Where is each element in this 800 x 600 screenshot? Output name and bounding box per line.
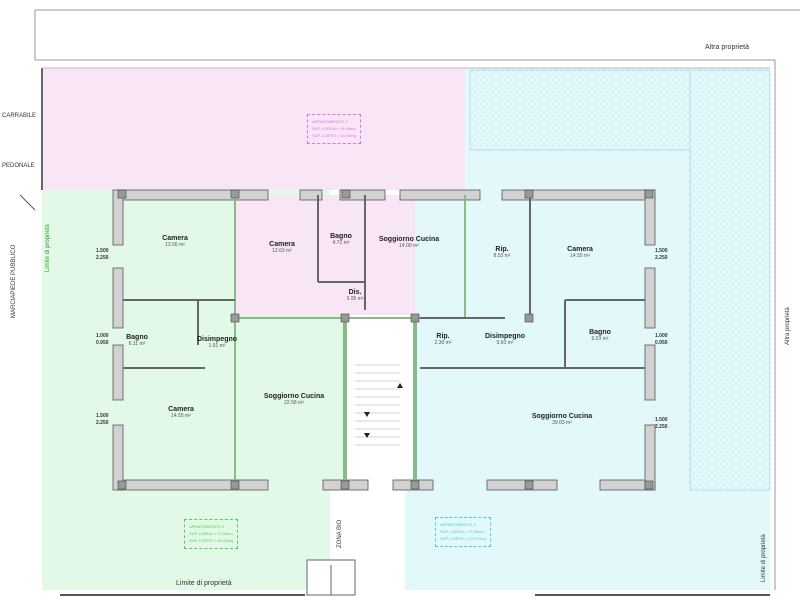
window-height: 0.950	[655, 339, 668, 346]
room-name: Camera	[269, 241, 295, 248]
marciapiede-label: MARCIAPIEDE PUBBLICO	[11, 244, 17, 318]
carrabile-label: CARRABILE	[2, 113, 37, 119]
room-rip: Rip.8.53 m²	[494, 246, 511, 260]
room-area: 8.53 m²	[493, 253, 511, 260]
room-area: 6.03 m²	[591, 336, 609, 343]
apartment-gross-area: SUP. LORDA = 74.50mq	[312, 126, 356, 132]
room-name: Bagno	[126, 334, 148, 341]
window-width: 1.500	[96, 248, 109, 254]
room-name: Camera	[162, 235, 188, 242]
room-area: 12.63 m²	[272, 248, 292, 255]
room-area: 3.95 m²	[346, 296, 364, 303]
room-area: 14.55 m²	[570, 253, 590, 260]
window-height: 2.250	[655, 254, 668, 261]
room-name: Soggiorno Cucina	[531, 413, 593, 420]
window-width: 1.500	[655, 248, 668, 254]
room-area: 39.03 m²	[552, 420, 572, 427]
zona-bio-label: ZONA BIO	[337, 519, 343, 548]
altra-proprieta-right-label: Altra proprietà	[785, 307, 791, 345]
room-area: 13.56 m²	[165, 242, 185, 249]
apartment-1-tag: APPARTAMENTO 1 SUP. LORDA = 72.00mq SUP.…	[184, 519, 238, 549]
room-area: 14.55 m²	[171, 413, 191, 420]
apartment-court-area: SUP. CORTE = 127.00mq	[440, 536, 487, 542]
stair-up-arrow	[397, 383, 403, 388]
window-width: 1.500	[655, 417, 668, 423]
room-name: Soggiorno Cucina	[263, 393, 325, 400]
room-name: Camera	[168, 406, 194, 413]
stairs	[355, 364, 400, 446]
room-name: Bagno	[330, 233, 352, 240]
apartment-3-tag: APPARTAMENTO 3 SUP. LORDA = 72.50mq SUP.…	[435, 517, 492, 547]
window-height: 2.250	[655, 423, 668, 430]
room-name: Soggiorno Cucina	[378, 236, 440, 243]
limite-bottom-label: Limite di proprietà	[176, 580, 232, 587]
room-name: Dis.	[348, 289, 362, 296]
stair-down-arrow	[364, 412, 370, 417]
room-name: Camera	[567, 246, 593, 253]
interior-walls	[123, 195, 645, 480]
window-width: 1.500	[96, 413, 109, 419]
room-name: Disimpegno	[484, 333, 526, 340]
room-area: 4.72 m²	[332, 240, 350, 247]
window-width: 1.000	[655, 333, 668, 339]
apartment-title: APPARTAMENTO 3	[440, 522, 476, 527]
limite-left-label: Limite di proprietà	[45, 224, 51, 272]
room-dis: Dis.3.95 m²	[347, 289, 364, 303]
room-rip: Rip.2.30 m²	[435, 333, 452, 347]
pillars	[117, 189, 654, 490]
room-area: 1.91 m²	[208, 343, 226, 350]
garden-area	[469, 69, 691, 151]
apartment-2-tag: APPARTAMENTO 2 SUP. LORDA = 74.50mq SUP.…	[307, 114, 361, 144]
pedonale-label: PEDONALE	[2, 163, 35, 169]
window-height: 2.250	[96, 419, 109, 426]
room-name: Rip.	[495, 246, 509, 253]
room-name: Rip.	[436, 333, 450, 340]
room-area: 22.58 m²	[284, 400, 304, 407]
apartment-court-area: SUP. CORTE = 10.00mq	[312, 133, 356, 139]
window-width: 1.000	[96, 333, 109, 339]
apartment-gross-area: SUP. LORDA = 72.50mq	[440, 529, 484, 535]
apt2-courtyard	[42, 68, 465, 190]
room-area: 2.30 m²	[434, 340, 452, 347]
altra-proprieta-top-label: Altra proprietà	[705, 44, 749, 51]
limite-right-label: Limite di proprietà	[761, 534, 767, 582]
window-height: 0.950	[96, 339, 109, 346]
apartment-court-area: SUP. CORTE = 90.00mq	[189, 538, 233, 544]
apartment-title: APPARTAMENTO 2	[312, 119, 348, 124]
apartment-gross-area: SUP. LORDA = 72.00mq	[189, 531, 233, 537]
room-area: 6.11 m²	[128, 341, 146, 348]
window-height: 2.250	[96, 254, 109, 261]
stairwell	[345, 315, 415, 490]
apartment-title: APPARTAMENTO 1	[189, 524, 225, 529]
room-name: Bagno	[589, 329, 611, 336]
room-area: 5.60 m²	[496, 340, 514, 347]
room-name: Disimpegno	[196, 336, 238, 343]
room-area: 14.00 m²	[399, 243, 419, 250]
